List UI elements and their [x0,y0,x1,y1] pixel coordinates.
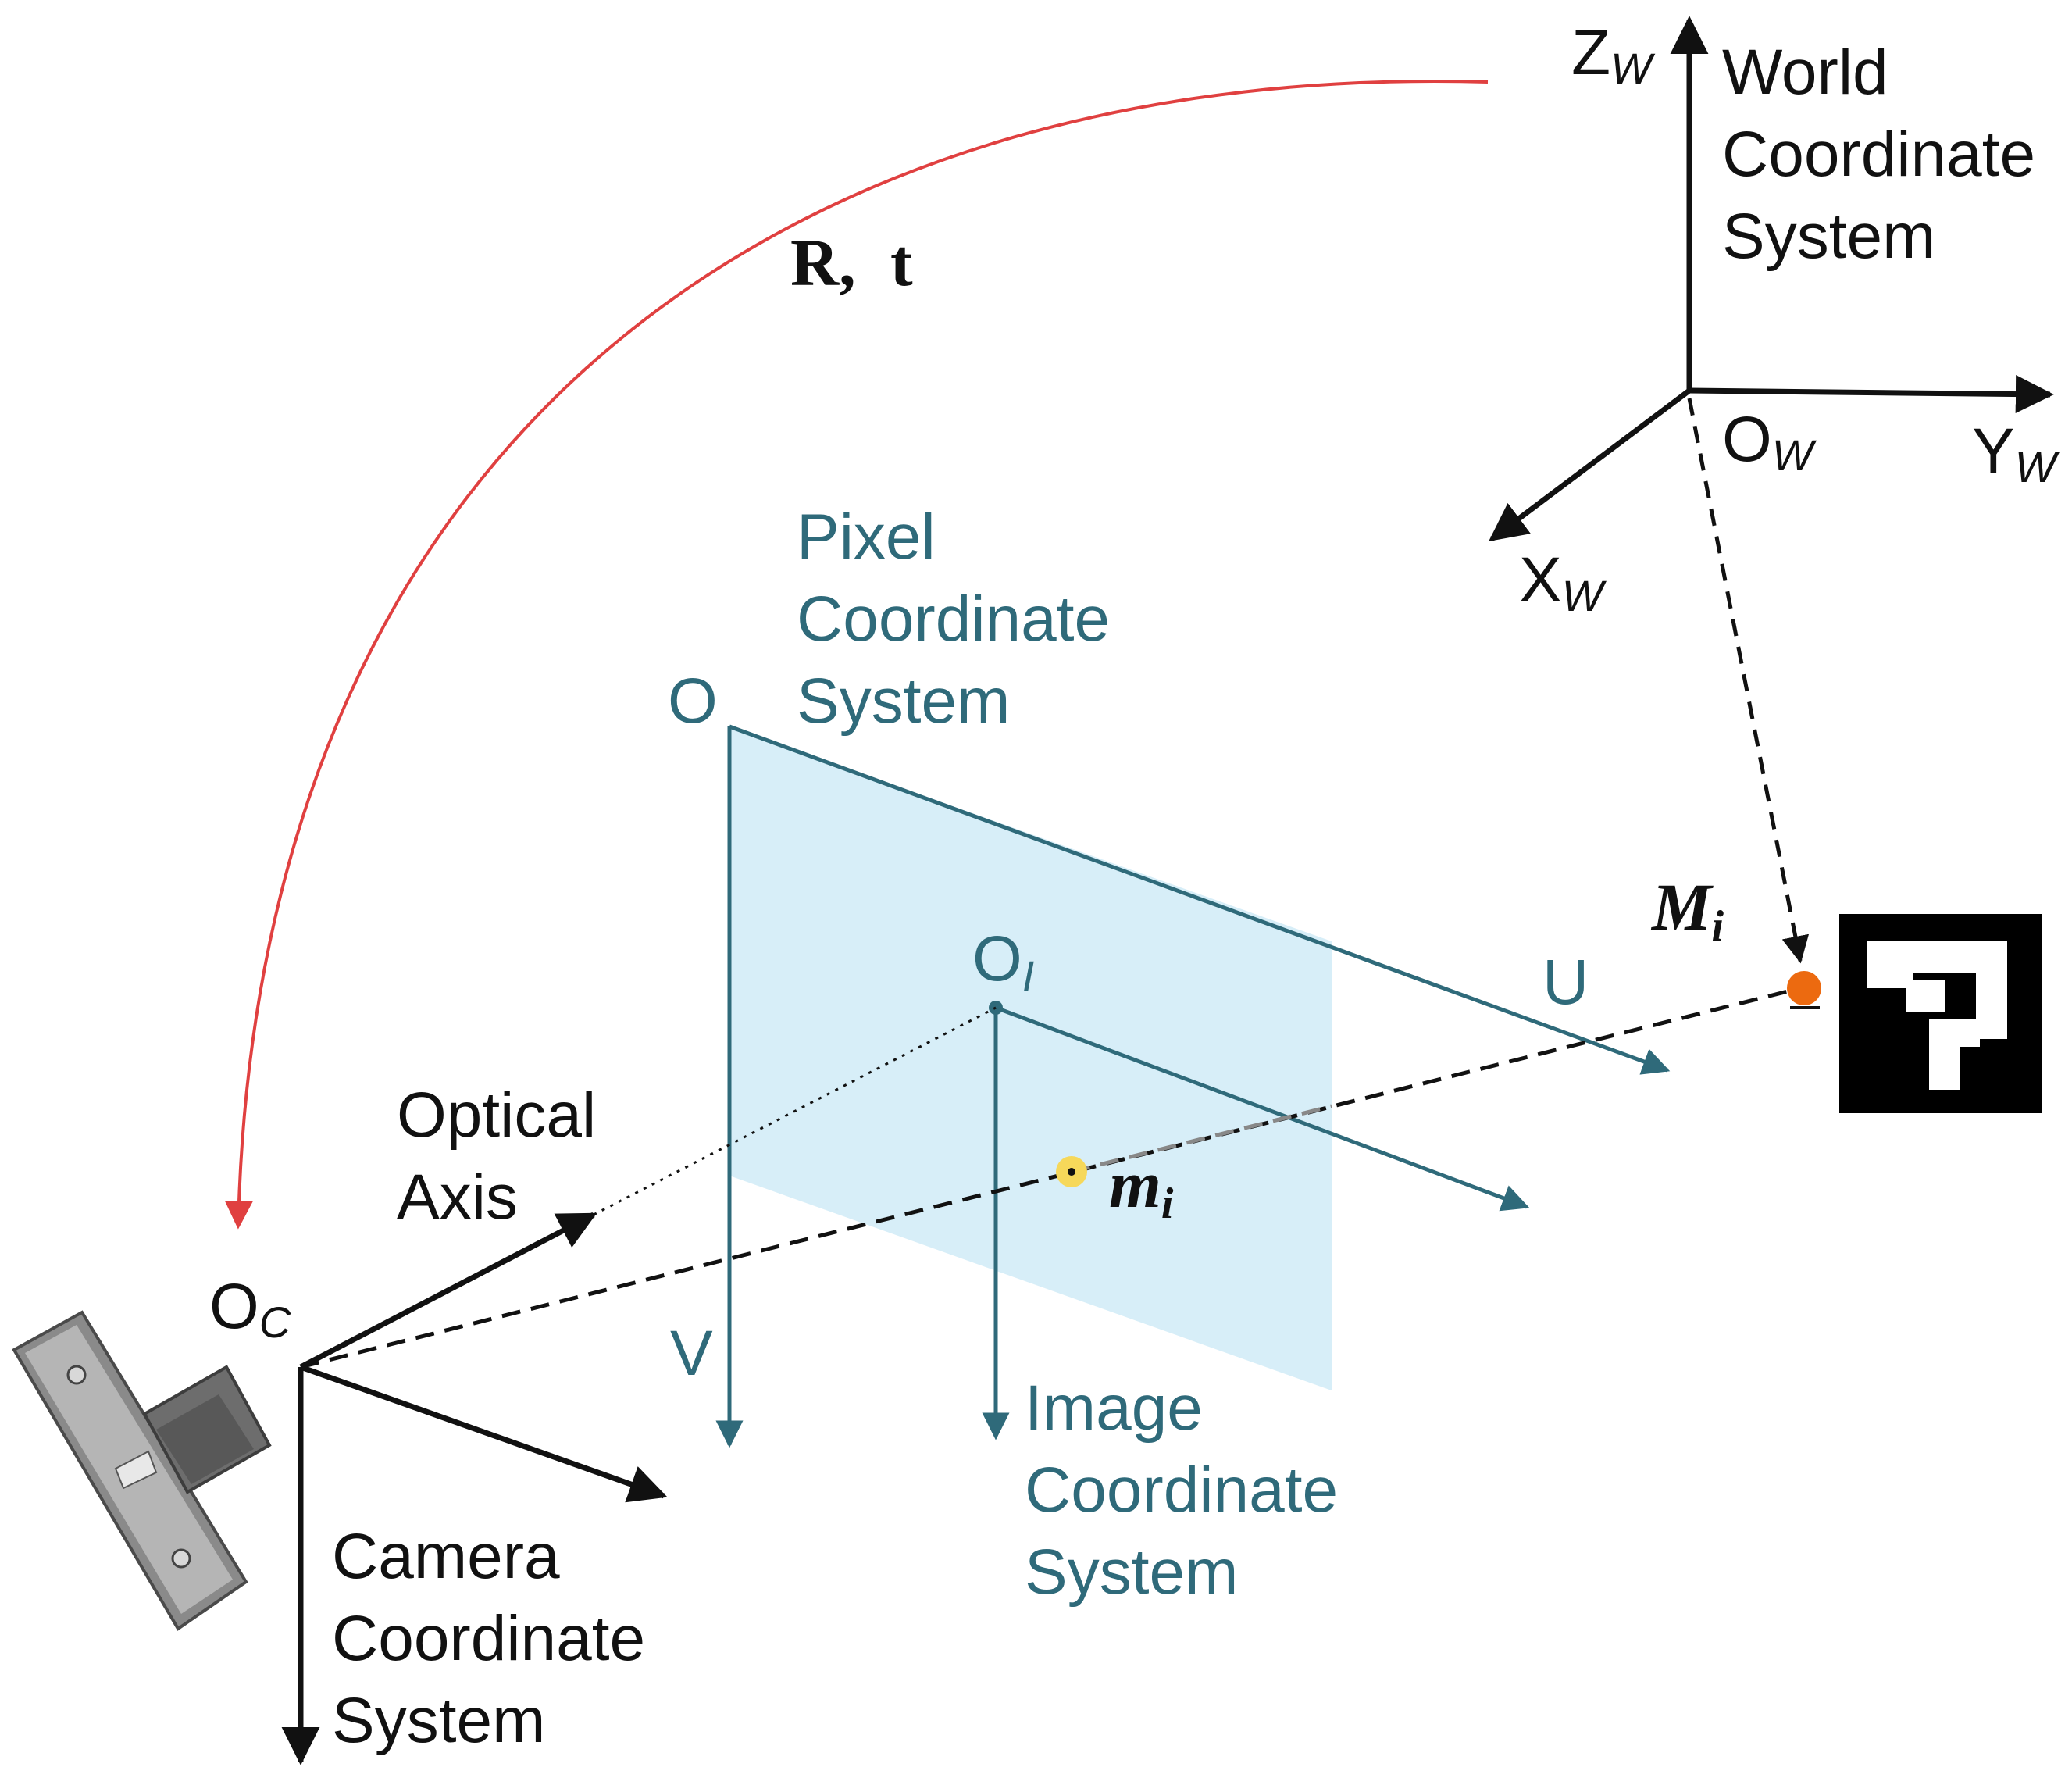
pixel-title-line-3: System [797,666,1010,737]
projection-ray [300,986,1801,1369]
world-title-line-2: Coordinate [1722,119,2035,190]
world-y-axis [1689,375,2054,414]
camera-icon [12,1310,272,1631]
camera-title-line-1: Camera [332,1521,560,1592]
image-point-label: mi [1109,1147,1174,1228]
image-plane [729,726,1332,1390]
world-title-line-1: World [1722,37,1888,108]
camera-title-line-2: Coordinate [332,1603,645,1674]
camera-optical-axis-arrow [299,1212,597,1370]
world-x-axis [1489,388,1692,541]
image-x-axis [995,1005,1530,1212]
image-origin-label: OI [972,923,1034,1001]
world-y-label: YW [1972,416,2060,491]
camera-x-axis [299,1364,668,1503]
world-point-label: Mi [1650,869,1724,951]
pixel-title-line-1: Pixel [797,502,936,573]
pixel-u-label: U [1542,947,1589,1018]
pixel-u-axis [729,724,1671,1075]
rotation-label: R, [790,225,856,300]
world-x-label: XW [1519,544,1607,620]
optical-axis-dotted [593,1006,997,1216]
world-point-dot [1787,971,1821,1005]
optical-axis-line-1: Optical [397,1080,596,1151]
world-to-point-dashed [1687,398,1810,964]
image-title-line-2: Coordinate [1025,1455,1338,1526]
translation-label: t [890,225,913,300]
pixel-v-label: V [670,1318,713,1389]
pixel-origin-label: O [668,666,718,737]
image-title-line-3: System [1025,1537,1238,1608]
projection-ray-behind-plane [1071,1104,1332,1174]
aruco-marker-icon [1839,914,2042,1113]
image-title-line-1: Image [1025,1373,1203,1444]
camera-origin-label: OC [209,1271,291,1347]
image-point-center [1068,1168,1075,1176]
pixel-title-line-2: Coordinate [797,584,1110,655]
world-origin-label: OW [1722,404,1817,480]
camera-title-line-3: System [332,1685,545,1756]
optical-axis-line-2: Axis [397,1162,518,1233]
rotation-translation-arc [224,80,1489,1230]
world-title-line-3: System [1722,201,1935,272]
world-z-label: ZW [1571,17,1656,93]
